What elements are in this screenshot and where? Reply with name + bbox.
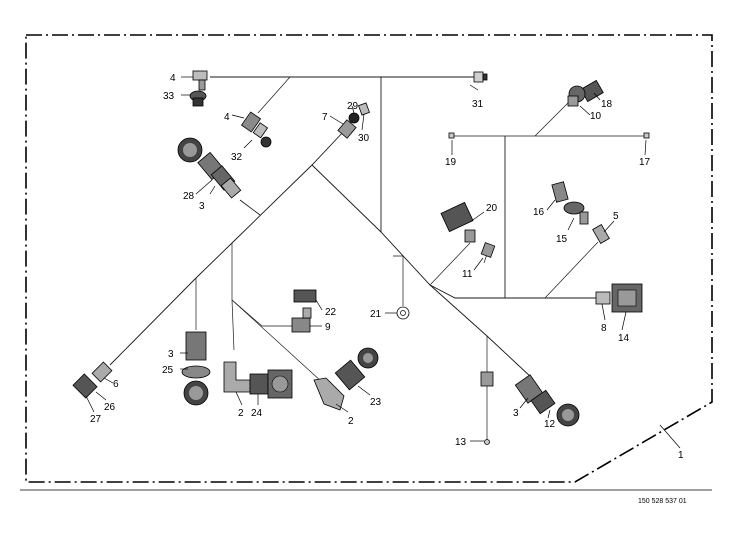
label-7: 7 [322,112,328,123]
label-25: 25 [162,365,174,376]
component-6 [91,361,113,383]
component-17 [643,132,650,139]
component-13 [484,439,490,445]
component-24 [223,361,293,399]
label-8: 8 [601,323,607,334]
label-24: 24 [251,408,263,419]
label-3-right: 3 [513,408,519,419]
label-12: 12 [544,419,556,430]
label-21: 21 [370,309,382,320]
label-9: 9 [325,322,331,333]
component-11 [480,242,496,258]
component-8 [595,291,611,305]
component-10 [567,85,586,107]
harness-components [72,70,650,445]
component-9 [291,307,312,333]
label-26: 26 [104,402,116,413]
harness-wires [109,73,646,440]
assembly-border [25,34,713,483]
label-20: 20 [486,203,498,214]
label-19: 19 [445,157,457,168]
label-29: 29 [347,101,359,112]
label-3-mid: 3 [168,349,174,360]
label-27: 27 [90,414,102,425]
component-5 [592,224,610,244]
label-16: 16 [533,207,545,218]
label-30: 30 [358,133,370,144]
label-11: 11 [462,269,473,280]
component-4-top [192,70,208,91]
label-22: 22 [325,307,337,318]
label-6: 6 [113,379,119,390]
label-23: 23 [370,397,382,408]
label-4-top: 4 [170,73,176,84]
component-16 [551,181,569,203]
label-3-top: 3 [199,201,205,212]
label-2-left: 2 [238,408,244,419]
label-31: 31 [472,99,484,110]
document-number: 150 528 537 01 [638,498,687,505]
component-13-connector [480,371,494,387]
component-32 [240,111,272,148]
component-2-elbow [313,377,345,411]
component-14 [611,283,643,313]
label-13: 13 [455,437,467,448]
label-5: 5 [613,211,619,222]
label-2-right: 2 [348,416,354,427]
label-1: 1 [678,450,684,461]
label-18: 18 [601,99,613,110]
callout-labels: 4 33 31 18 10 4 32 29 7 30 19 17 28 3 16… [90,73,684,461]
label-17: 17 [639,157,651,168]
component-31 [473,71,488,83]
component-25 [181,331,211,406]
label-4-mid: 4 [224,112,230,123]
label-32: 32 [231,152,243,163]
label-28: 28 [183,191,195,202]
component-23 [334,347,379,391]
component-30 [358,102,370,116]
leader-lines [85,76,681,449]
component-33 [189,90,207,107]
label-33: 33 [163,91,175,102]
label-14: 14 [618,333,630,344]
component-21 [396,306,410,320]
component-27 [72,373,98,399]
component-19 [448,132,455,139]
component-20 [440,201,476,243]
component-15 [563,201,589,225]
component-12 [514,374,580,427]
label-10: 10 [590,111,602,122]
component-22 [293,289,317,303]
label-15: 15 [556,234,568,245]
component-28 [177,137,242,199]
component-29 [337,112,360,139]
